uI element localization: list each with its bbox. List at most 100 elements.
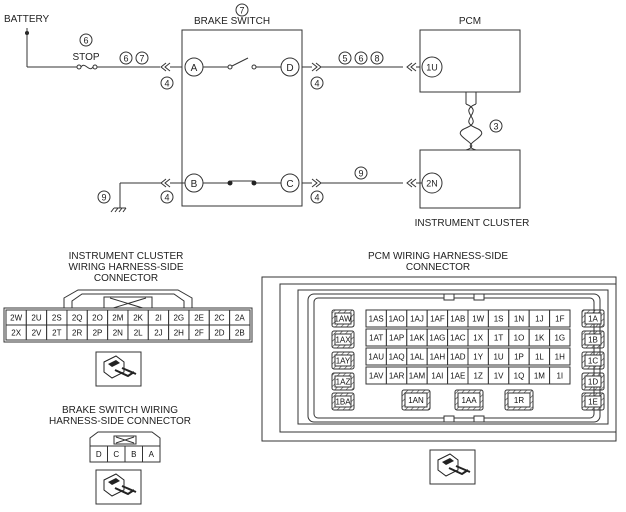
pin-label: 1W — [472, 315, 484, 324]
bs-connector-title-1: BRAKE SWITCH WIRING — [62, 405, 178, 416]
pin-label: 1V — [494, 372, 504, 381]
connector-pin: 1G — [549, 328, 571, 347]
stop-fuse-icon — [76, 64, 98, 70]
pin-label: 2X — [11, 329, 21, 338]
pin-label: 1AF — [430, 315, 445, 324]
pin-label: 2J — [154, 329, 162, 338]
connector-pcm-chevron — [406, 62, 417, 72]
connector-pin: 2D — [208, 324, 231, 341]
ground-icon — [110, 207, 127, 213]
pin-label: 1C — [588, 357, 598, 366]
pin-label: 2I — [155, 314, 162, 323]
brake-switch-box — [181, 29, 303, 207]
connector-pin: 2T — [46, 324, 68, 341]
pcm-label: PCM — [459, 16, 481, 27]
harness-plug-icon — [95, 351, 142, 387]
pin-label: 1N — [514, 315, 524, 324]
terminal-a: A — [184, 57, 204, 77]
b-side-marker: 4 — [160, 190, 174, 204]
stop-marker: 6 — [79, 33, 93, 47]
terminal-2n: 2N — [421, 172, 443, 194]
connector-pin: 2V — [25, 324, 48, 341]
connector-pin: 1AS — [365, 309, 387, 328]
a-side-marker: 4 — [160, 76, 174, 90]
connector-pin: 1AE — [447, 366, 469, 385]
connector-pin: 1AQ — [385, 347, 408, 366]
connector-pin: 2I — [147, 309, 170, 326]
pin-label: 2A — [235, 314, 245, 323]
wire-a-markers: 6 7 — [119, 51, 149, 65]
pcm-connector-title-2: CONNECTOR — [406, 262, 470, 273]
wire-d-markers: 5 6 8 — [338, 51, 384, 65]
pin-label: 1AO — [389, 315, 405, 324]
ic-connector-title-3: CONNECTOR — [94, 273, 158, 284]
battery-label: BATTERY — [4, 14, 50, 25]
svg-text:4: 4 — [314, 193, 319, 203]
pin-label: 1A — [588, 315, 598, 324]
connector-pin: 1AX — [331, 330, 355, 349]
terminal-c: C — [280, 173, 300, 193]
connector-pin: 1Q — [508, 366, 530, 385]
pin-label: 1H — [555, 353, 565, 362]
pin-label: 1AC — [450, 334, 466, 343]
pin-label: 2O — [92, 314, 103, 323]
wire-c-marker: 9 — [354, 166, 368, 180]
pin-label: 1AV — [369, 372, 384, 381]
connector-pin: 1Y — [467, 347, 489, 366]
bs-top-marker: 7 — [235, 3, 249, 17]
pin-label: 1AZ — [336, 378, 351, 387]
connector-pin: 1F — [549, 309, 571, 328]
connector-pin: 2O — [86, 309, 109, 326]
svg-text:A: A — [191, 63, 198, 74]
pin-label: 1I — [556, 372, 563, 381]
connector-pin: 1T — [487, 328, 510, 347]
connector-pin: 2Q — [66, 309, 88, 326]
svg-text:4: 4 — [314, 79, 319, 89]
pin-label: 2L — [134, 329, 143, 338]
battery-wire — [25, 28, 77, 68]
pin-label: 2U — [31, 314, 41, 323]
pin-label: 2N — [113, 329, 123, 338]
connector-pin: 1AN — [401, 389, 431, 411]
connector-pin: 1AH — [426, 347, 449, 366]
svg-text:6: 6 — [123, 54, 128, 64]
pin-label: A — [149, 450, 155, 459]
svg-text:4: 4 — [164, 193, 169, 203]
svg-text:6: 6 — [358, 54, 363, 64]
connector-pin: 1L — [528, 347, 551, 366]
pin-label: 1AN — [408, 396, 424, 405]
connector-pin: 1AU — [365, 347, 387, 366]
pin-label: 1AB — [450, 315, 465, 324]
pin-label: 1AI — [431, 372, 443, 381]
switch-open-icon — [203, 57, 281, 70]
pin-label: 2P — [93, 329, 103, 338]
pin-label: 1R — [514, 396, 524, 405]
pin-label: 1U — [493, 353, 503, 362]
pin-label: D — [96, 450, 102, 459]
svg-text:7: 7 — [139, 54, 144, 64]
svg-text:6: 6 — [83, 36, 88, 46]
connector-pin: 1M — [528, 366, 551, 385]
connector-ic-chevron — [406, 178, 417, 188]
connector-pin: 1O — [508, 328, 530, 347]
connector-pin: 2J — [147, 324, 170, 341]
connector-pin: 2W — [5, 309, 27, 326]
pin-label: 2M — [112, 314, 123, 323]
connector-pin: 1B — [581, 330, 605, 349]
pin-label: 2C — [214, 314, 224, 323]
ic-connector-title-2: WIRING HARNESS-SIDE — [68, 262, 183, 273]
pin-label: 1AS — [369, 315, 384, 324]
connector-pin: 1AM — [406, 366, 428, 385]
pin-label: 2R — [72, 329, 82, 338]
pin-label: 2B — [235, 329, 245, 338]
bs-connector-title-2: HARNESS-SIDE CONNECTOR — [49, 416, 191, 427]
d-side-marker: 4 — [310, 76, 324, 90]
connector-pin: 1AK — [406, 328, 428, 347]
connector-pin: C — [107, 445, 126, 463]
connector-pin: 1AB — [447, 309, 469, 328]
terminal-b: B — [184, 173, 204, 193]
connector-pin: 1AW — [331, 309, 355, 328]
